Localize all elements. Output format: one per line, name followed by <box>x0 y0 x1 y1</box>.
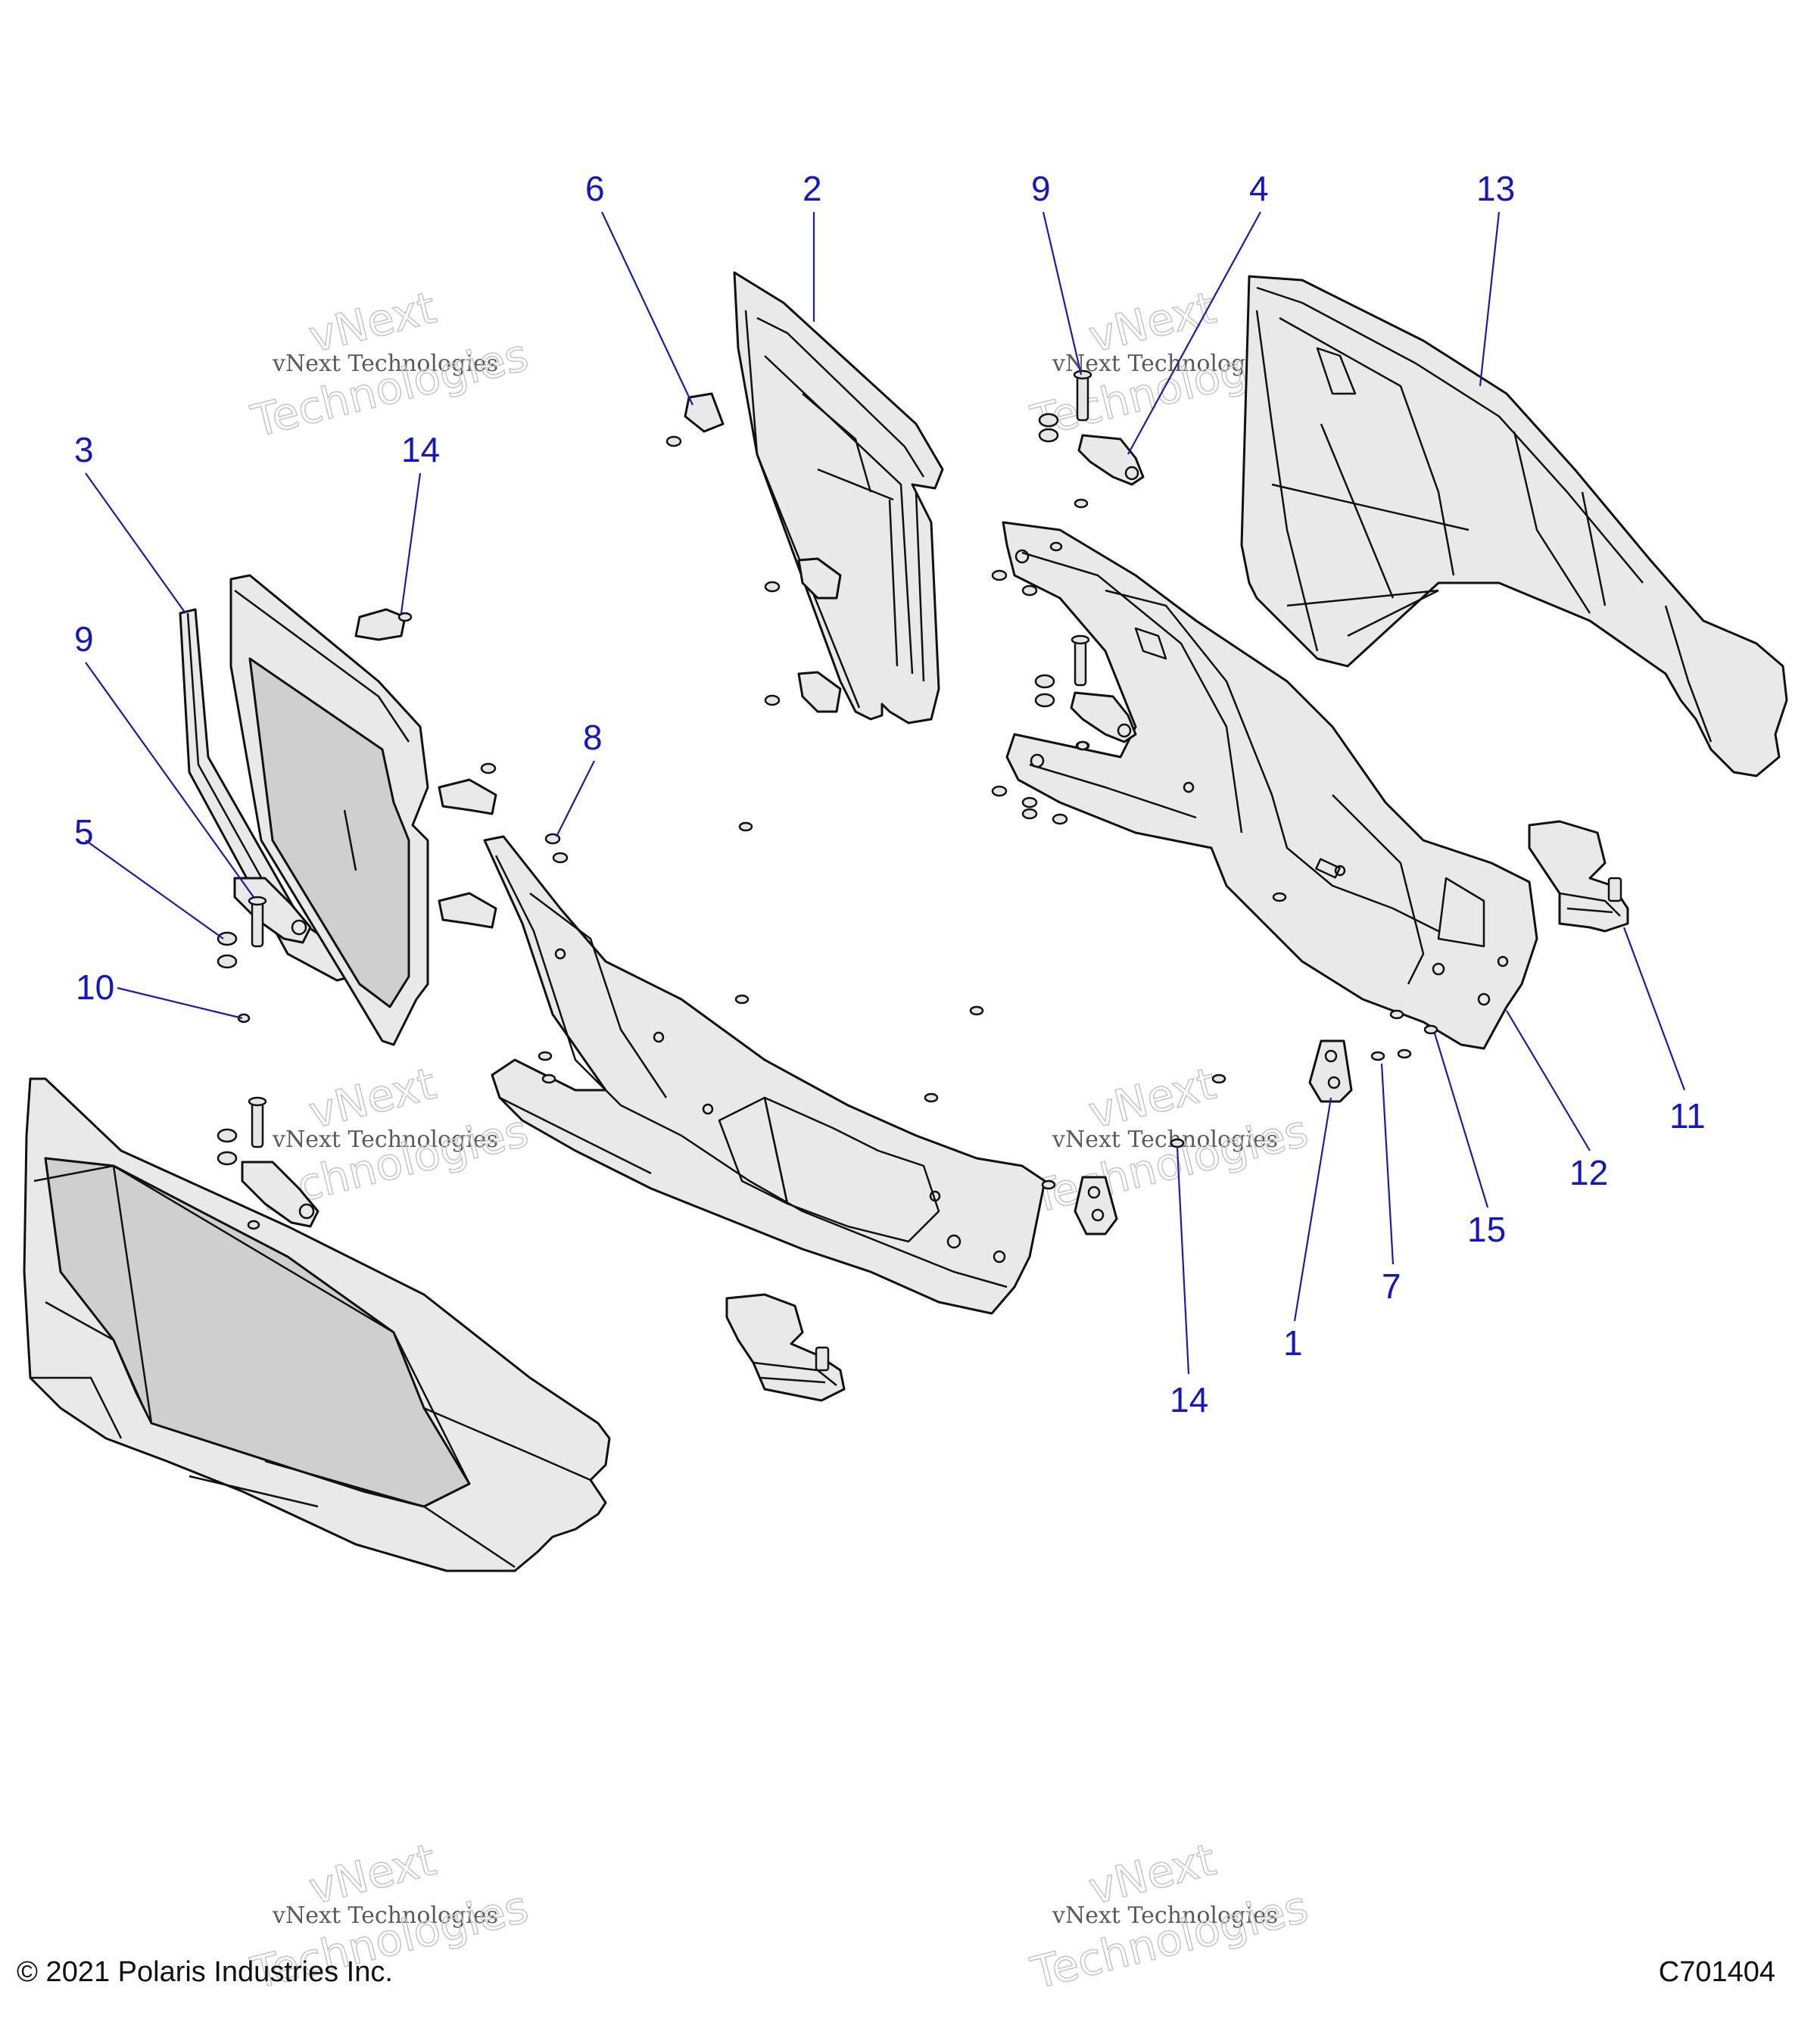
watermark-line2: vNext Technologies <box>272 1126 498 1153</box>
callout-10: 10 <box>76 967 114 1007</box>
watermark-line3: Technologies <box>1026 1105 1313 1223</box>
part-hinge <box>233 877 312 944</box>
copyright-notice: © 2021 Polaris Industries Inc. <box>17 1956 393 1988</box>
part-hinge-pin <box>248 896 267 948</box>
callout-4: 4 <box>1249 169 1269 208</box>
callout-5: 5 <box>74 812 94 852</box>
part-left-door-frame <box>483 835 1046 1315</box>
watermark-line3: Technologies <box>1026 1880 1313 1999</box>
watermark-line2: vNext Technologies <box>272 351 498 377</box>
callout-8: 8 <box>583 718 603 757</box>
part-lower-door-panel <box>23 1077 611 1572</box>
callout-11: 11 <box>1669 1096 1706 1136</box>
watermark: vNext vNext Technologies Technologies <box>1025 1057 1314 1223</box>
part-clip <box>797 671 842 713</box>
part-clip <box>797 557 842 600</box>
callout-13: 13 <box>1476 169 1515 208</box>
callout-15: 15 <box>1467 1210 1506 1249</box>
part-lower-latch <box>725 1293 846 1402</box>
part-left-door-panel <box>229 574 429 1046</box>
part-clip <box>438 778 497 815</box>
part-clip <box>438 892 497 929</box>
leader-lines <box>85 211 1686 1375</box>
part-hinge-pin <box>248 1096 267 1148</box>
part-screws <box>237 435 1438 1230</box>
part-striker-plate-left <box>1074 1176 1118 1235</box>
part-bushing <box>1038 413 1059 443</box>
callout-14: 14 <box>401 430 440 469</box>
part-upper-door-panel <box>733 271 944 724</box>
part-hinge-pin <box>1071 634 1090 687</box>
callout-2: 2 <box>803 169 822 208</box>
part-bushing <box>1034 674 1055 708</box>
callout-6: 6 <box>585 169 605 208</box>
part-clip <box>684 392 725 433</box>
part-upper-right-door-panel <box>1240 275 1788 777</box>
callout-14-lower: 14 <box>1170 1380 1208 1419</box>
part-hinge <box>241 1161 319 1228</box>
part-hinge-pin <box>1073 369 1092 422</box>
callout-1: 1 <box>1283 1323 1303 1363</box>
part-right-door-frame <box>1002 521 1538 1050</box>
watermark-line2: vNext Technologies <box>1052 1902 1278 1929</box>
part-bushing <box>217 931 238 969</box>
figure-code: C701404 <box>1659 1956 1775 1988</box>
callout-9: 9 <box>1031 169 1051 208</box>
part-striker-plate <box>1308 1039 1353 1103</box>
callout-3: 3 <box>74 430 94 469</box>
watermark-line2: vNext Technologies <box>1052 1126 1278 1153</box>
part-hinge <box>1077 434 1145 486</box>
part-right-latch <box>1528 820 1629 933</box>
watermark: vNext vNext Technologies Technologies <box>1025 1833 1314 1999</box>
watermark-line2: vNext Technologies <box>272 1902 498 1929</box>
callout-7: 7 <box>1382 1267 1401 1306</box>
part-clip <box>354 608 407 641</box>
watermark-line3: Technologies <box>246 329 533 447</box>
part-hinge <box>1070 691 1137 743</box>
callout-12: 12 <box>1569 1153 1608 1192</box>
callout-9-left: 9 <box>74 619 94 659</box>
watermark: vNext vNext Technologies Technologies <box>245 281 534 447</box>
part-bushing <box>217 1128 238 1166</box>
